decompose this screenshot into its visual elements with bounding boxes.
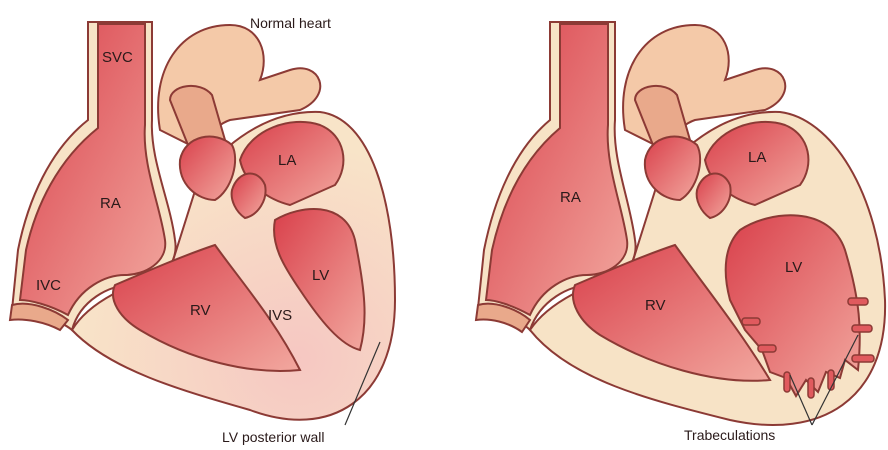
rv-label: RV — [190, 302, 211, 319]
trabeculation — [808, 378, 814, 398]
ivs-label: IVS — [268, 307, 292, 324]
ra-label-2: RA — [560, 189, 581, 206]
la-label: LA — [278, 152, 296, 169]
ra-label: RA — [100, 195, 121, 212]
lv-label-2: LV — [785, 259, 802, 276]
lv-posterior-wall-caption: LV posterior wall — [222, 429, 324, 445]
trabeculation — [852, 325, 872, 332]
trabeculation — [848, 298, 868, 305]
ivc-label: IVC — [36, 277, 61, 294]
normal-heart-title: Normal heart — [250, 15, 331, 31]
trabeculated-heart-diagram: RA LA LV RV Trabeculations — [476, 22, 885, 443]
trabeculation — [742, 318, 760, 325]
lv-label: LV — [312, 267, 329, 284]
normal-heart-diagram: Normal heart SVC RA IVC LA LV RV IVS LV … — [10, 15, 395, 445]
rv-label-2: RV — [645, 297, 666, 314]
svc-label: SVC — [102, 49, 133, 66]
trabeculation — [784, 372, 790, 392]
trabeculation — [758, 345, 776, 352]
trabeculations-caption: Trabeculations — [684, 427, 775, 443]
la-label-2: LA — [748, 149, 766, 166]
trabeculation — [852, 355, 874, 362]
